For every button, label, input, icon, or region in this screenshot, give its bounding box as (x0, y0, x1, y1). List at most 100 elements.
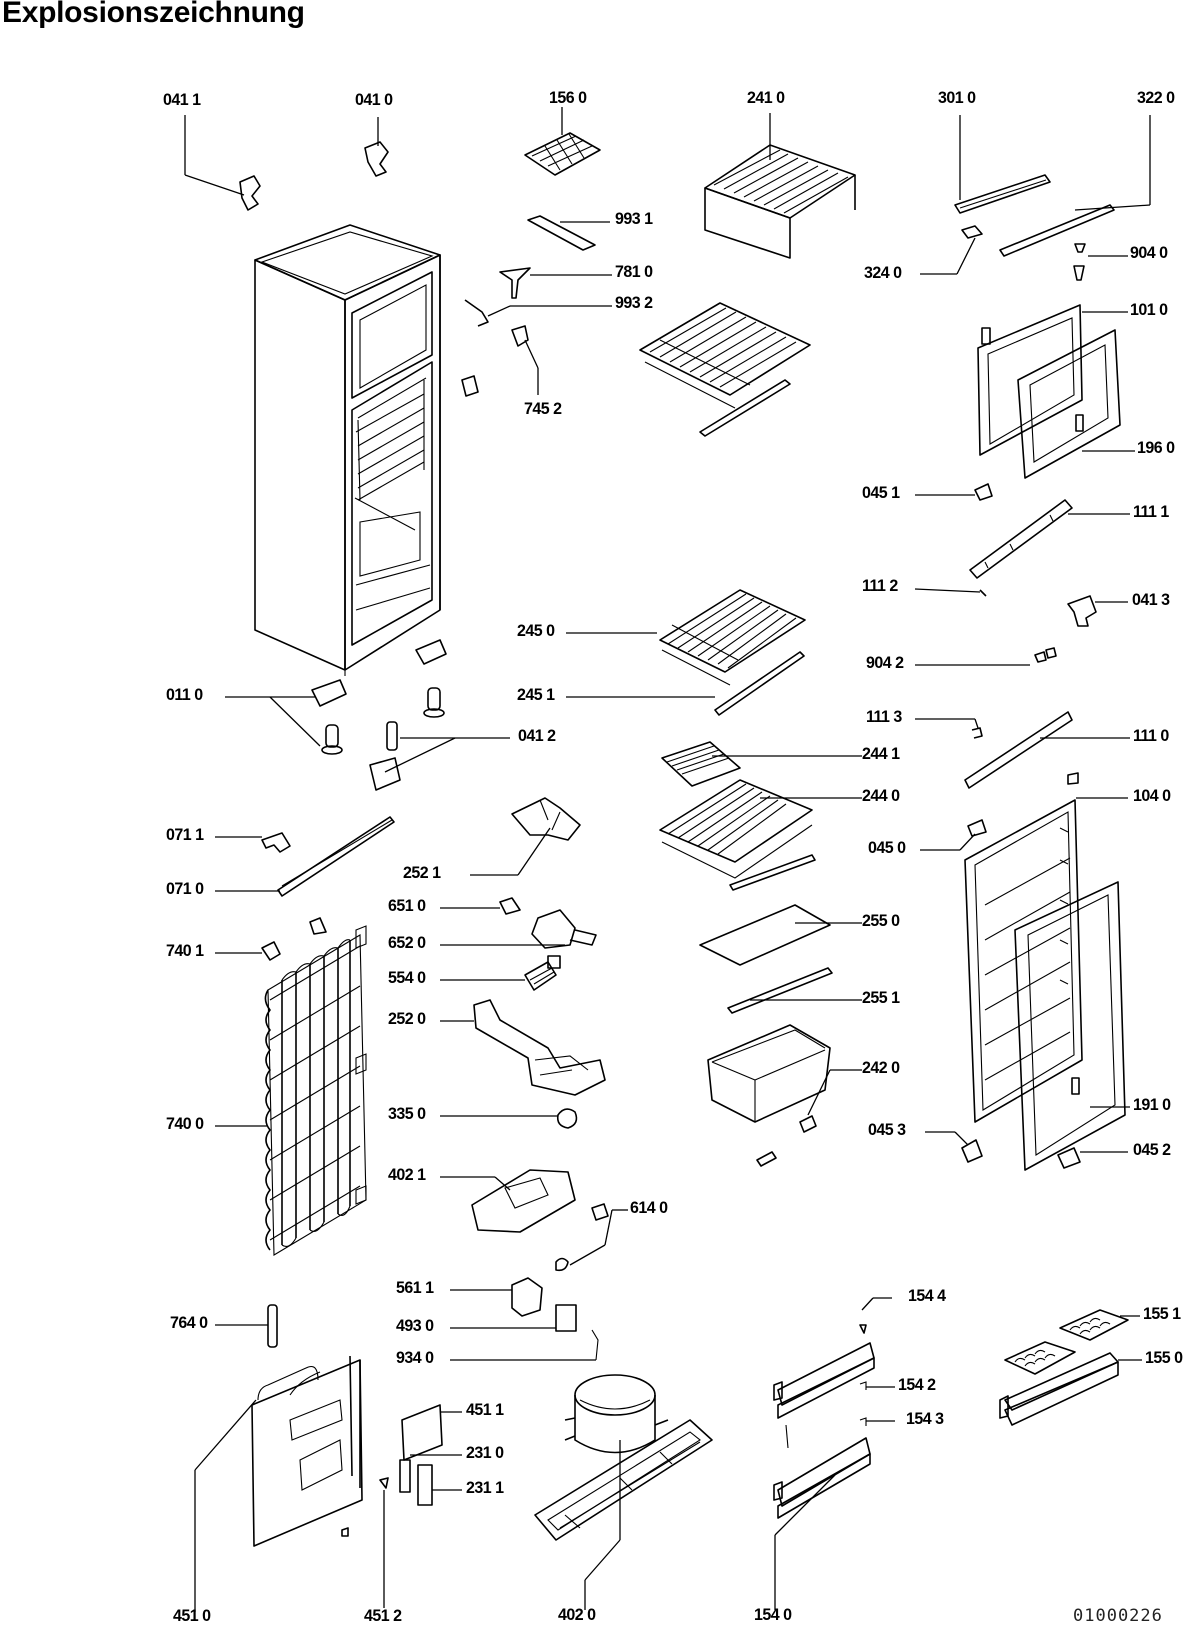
trim-301-0 (954, 115, 1051, 214)
label-614-0: 614 0 (630, 1199, 668, 1218)
part-231-1 (417, 1464, 462, 1506)
label-993-1: 993 1 (615, 210, 653, 229)
label-155-0: 155 0 (1145, 1349, 1183, 1368)
crisper-242-0 (707, 1024, 862, 1167)
label-071-1: 071 1 (166, 826, 204, 845)
gasket-191-0 (1014, 881, 1130, 1171)
label-652-0: 652 0 (388, 934, 426, 953)
label-111-3: 111 3 (866, 708, 902, 727)
label-745-2: 745 2 (524, 400, 562, 419)
label-451-2: 451 2 (364, 1607, 402, 1626)
ice-tray-156-0 (524, 107, 601, 176)
label-041-0: 041 0 (355, 91, 393, 110)
base-plate-402-0 (534, 1419, 713, 1610)
label-191-0: 191 0 (1133, 1096, 1171, 1115)
housing-252-0 (440, 999, 606, 1096)
door-104-0 (964, 797, 1128, 1123)
condenser-740-0 (215, 925, 367, 1256)
strip-071-0 (215, 816, 395, 897)
tray-993-1 (527, 215, 610, 251)
label-045-3: 045 3 (868, 1121, 906, 1140)
bracket-459 (461, 375, 479, 397)
lamp-554-0 (440, 955, 561, 991)
part-045-1 (915, 483, 993, 501)
label-245-0: 245 0 (517, 622, 555, 641)
bar-111-0 (964, 711, 1130, 789)
label-111-1: 111 1 (1133, 503, 1169, 522)
label-245-1: 245 1 (517, 686, 555, 705)
screws-904-0 (1073, 243, 1128, 281)
label-451-1: 451 1 (466, 1401, 504, 1420)
label-231-0: 231 0 (466, 1444, 504, 1463)
clip-324-0 (920, 225, 983, 275)
shelves-244 (659, 741, 862, 879)
label-156-0: 156 0 (549, 89, 587, 108)
label-324-0: 324 0 (864, 264, 902, 283)
label-154-2: 154 2 (898, 1376, 936, 1395)
label-740-0: 740 0 (166, 1115, 204, 1134)
part-111-3 (915, 718, 983, 739)
label-493-0: 493 0 (396, 1317, 434, 1336)
label-335-0: 335 0 (388, 1105, 426, 1124)
part-651-0 (440, 897, 521, 915)
clip-993-2 (464, 299, 612, 327)
panel-451-0 (194, 1355, 363, 1612)
label-231-1: 231 1 (466, 1479, 504, 1498)
label-301-0: 301 0 (938, 89, 976, 108)
label-111-2: 111 2 (862, 577, 898, 596)
label-904-0: 904 0 (1130, 244, 1168, 263)
part-252-1 (470, 797, 581, 876)
label-554-0: 554 0 (388, 969, 426, 988)
label-196-0: 196 0 (1137, 439, 1175, 458)
label-045-1: 045 1 (862, 484, 900, 503)
label-451-0: 451 0 (173, 1607, 211, 1626)
label-255-1: 255 1 (862, 989, 900, 1008)
compressor-402-0 (564, 1374, 669, 1454)
part-451-1 (401, 1404, 462, 1461)
label-244-1: 244 1 (862, 745, 900, 764)
document-id: 01000226 (1073, 1606, 1163, 1626)
door-racks-154 (773, 1297, 895, 1610)
label-104-0: 104 0 (1133, 787, 1171, 806)
label-322-0: 322 0 (1137, 89, 1175, 108)
shelf-245-0 (566, 589, 806, 686)
label-904-2: 904 2 (866, 654, 904, 673)
part-071-1 (215, 832, 291, 853)
label-934-0: 934 0 (396, 1349, 434, 1368)
label-154-4: 154 4 (908, 1287, 946, 1306)
door-101-0 (977, 304, 1128, 456)
part-614-0 (555, 1203, 628, 1272)
bar-111-1 (969, 499, 1130, 579)
label-041-1: 041 1 (163, 91, 201, 110)
hinge-041-1 (184, 115, 261, 211)
strip-245-1 (566, 651, 805, 716)
label-993-2: 993 2 (615, 294, 653, 313)
page-title: Explosionszeichnung (2, 0, 305, 29)
label-154-0: 154 0 (754, 1606, 792, 1625)
screws-904-2 (915, 647, 1057, 666)
label-111-0: 111 0 (1133, 727, 1169, 746)
label-071-0: 071 0 (166, 880, 204, 899)
egg-trays-155 (999, 1309, 1142, 1426)
part-764-0 (215, 1304, 278, 1348)
label-101-0: 101 0 (1130, 301, 1168, 320)
label-402-1: 402 1 (388, 1166, 426, 1185)
label-041-3: 041 3 (1132, 591, 1170, 610)
label-045-2: 045 2 (1133, 1141, 1171, 1160)
label-255-0: 255 0 (862, 912, 900, 931)
cover-255-0 (699, 854, 862, 966)
part-045-3 (925, 1131, 983, 1163)
label-244-0: 244 0 (862, 787, 900, 806)
label-045-0: 045 0 (868, 839, 906, 858)
shelf-241-0 (704, 113, 856, 259)
label-155-1: 155 1 (1143, 1305, 1181, 1324)
part-740-1 (215, 917, 327, 961)
part-493-0 (450, 1304, 577, 1332)
label-154-3: 154 3 (906, 1410, 944, 1429)
wire-934-0 (450, 1329, 599, 1361)
part-451-2 (379, 1477, 389, 1608)
hinge-041-3 (1067, 595, 1128, 627)
part-402-1 (440, 1169, 576, 1233)
label-764-0: 764 0 (170, 1314, 208, 1333)
label-241-0: 241 0 (747, 89, 785, 108)
